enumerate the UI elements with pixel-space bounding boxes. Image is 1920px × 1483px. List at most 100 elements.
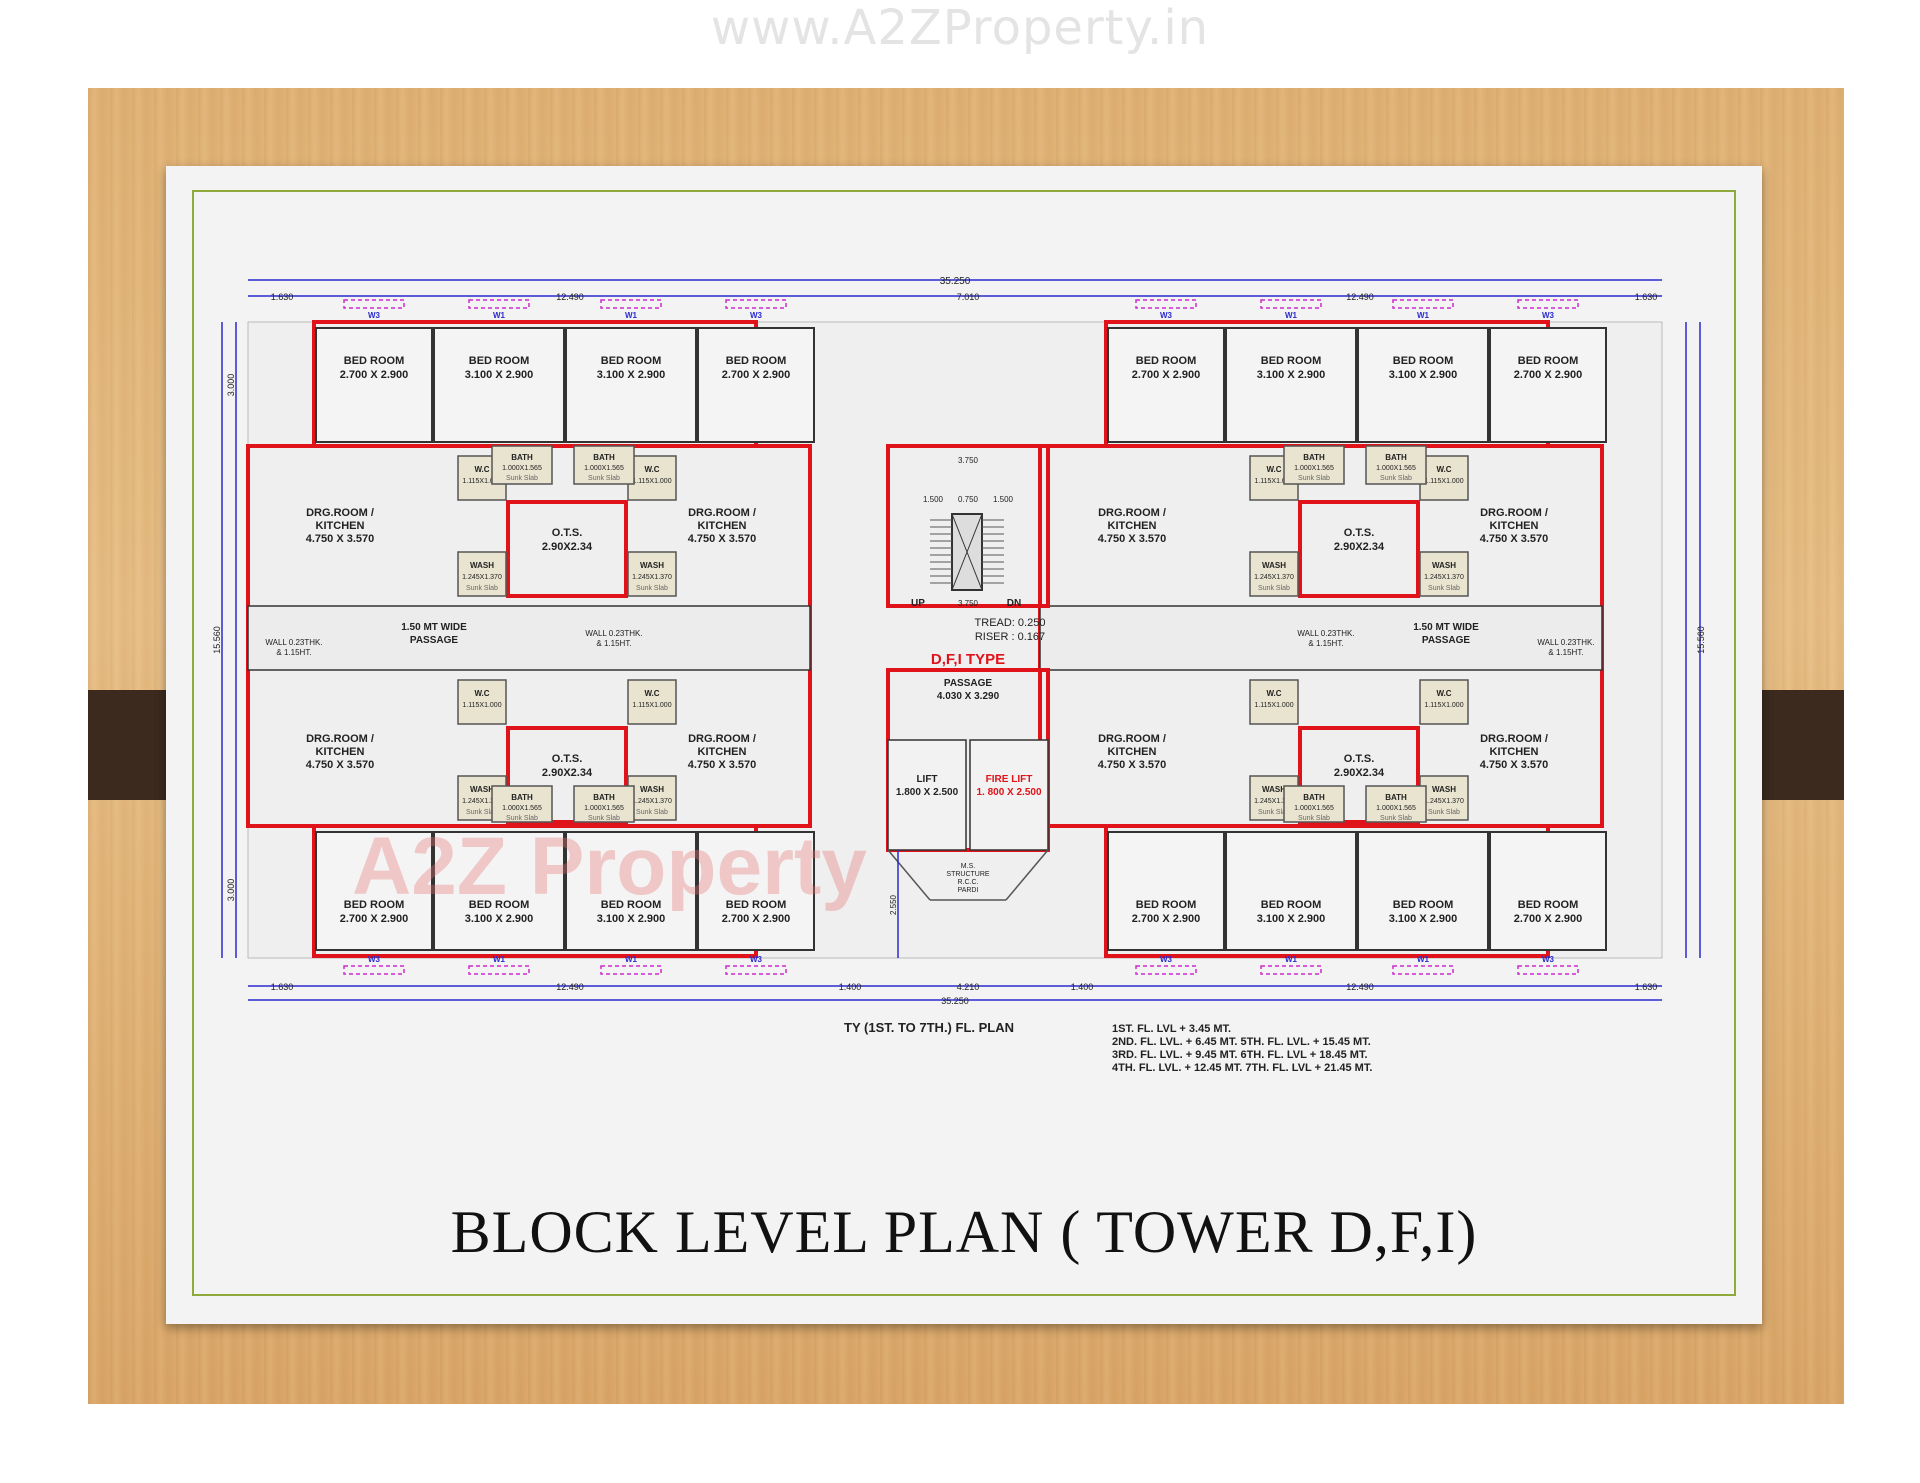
structure-line-right bbox=[1005, 849, 1049, 901]
window-label: W3 bbox=[1542, 311, 1555, 320]
wash-size: 1.245X1.370 bbox=[1424, 798, 1464, 805]
drg-label: KITCHEN bbox=[698, 520, 747, 532]
ots-right-top bbox=[1298, 500, 1420, 598]
sunk-slab-label: Sunk Slab bbox=[1428, 585, 1460, 592]
bath-block bbox=[491, 785, 553, 823]
bath-size: 1.000X1.565 bbox=[1294, 805, 1334, 812]
fire-lift-car bbox=[969, 739, 1049, 851]
bedroom-label: BED ROOM bbox=[1261, 355, 1322, 367]
window-bottom bbox=[1135, 965, 1197, 975]
bedroom-label: BED ROOM bbox=[726, 355, 787, 367]
fire-lift-size: 1. 800 X 2.500 bbox=[976, 787, 1041, 798]
ots-label: O.T.S. bbox=[1344, 527, 1375, 539]
bath-block bbox=[573, 785, 635, 823]
wash-size: 1.245X1.370 bbox=[462, 798, 502, 805]
bedroom-label: BED ROOM bbox=[601, 355, 662, 367]
sunk-slab-label: Sunk Slab bbox=[1380, 815, 1412, 822]
bath-label: BATH bbox=[1385, 793, 1407, 802]
floor-level-line: 3RD. FL. LVL. + 9.45 MT. 6TH. FL. LVL + … bbox=[1112, 1049, 1368, 1061]
watermark-url: www.A2ZProperty.in bbox=[710, 0, 1210, 56]
sunk-slab-label: Sunk Slab bbox=[588, 475, 620, 482]
drg-label: DRG.ROOM / bbox=[1480, 733, 1548, 745]
bath-size: 1.000X1.565 bbox=[584, 805, 624, 812]
bedroom-top-right-2 bbox=[1225, 327, 1357, 443]
drg-label: DRG.ROOM / bbox=[688, 733, 756, 745]
dim-core-bottom: 4.210 bbox=[957, 982, 980, 992]
wc-label: W.C bbox=[644, 689, 659, 698]
drg-label: KITCHEN bbox=[1490, 520, 1539, 532]
passage-left bbox=[247, 605, 811, 671]
floor-plan-label: TY (1ST. TO 7TH.) FL. PLAN bbox=[844, 1020, 1014, 1035]
window-label: W1 bbox=[1285, 311, 1298, 320]
bedroom-size: 3.100 X 2.900 bbox=[597, 369, 666, 381]
sunk-slab-label: Sunk Slab bbox=[1380, 475, 1412, 482]
drg-label: KITCHEN bbox=[316, 520, 365, 532]
drg-label: DRG.ROOM / bbox=[306, 507, 374, 519]
wall-note: WALL 0.23THK. bbox=[585, 629, 642, 638]
sunk-slab-label: Sunk Slab bbox=[466, 809, 498, 816]
passage-label: PASSAGE bbox=[1422, 635, 1470, 646]
wet-block bbox=[457, 679, 507, 725]
logo-watermark: A2Z Property bbox=[352, 821, 867, 912]
wash-size: 1.245X1.370 bbox=[1254, 798, 1294, 805]
wc-label: W.C bbox=[474, 465, 489, 474]
fire-lift-label: FIRE LIFT bbox=[986, 774, 1033, 785]
bedroom-size: 3.100 X 2.900 bbox=[465, 913, 534, 925]
wash-label: WASH bbox=[640, 561, 664, 570]
wash-label: WASH bbox=[470, 561, 494, 570]
wash-label: WASH bbox=[470, 785, 494, 794]
drg-size: 4.750 X 3.570 bbox=[306, 533, 375, 545]
sunk-slab-label: Sunk Slab bbox=[1258, 809, 1290, 816]
bedroom-size: 3.100 X 2.900 bbox=[597, 913, 666, 925]
bedroom-label: BED ROOM bbox=[1136, 355, 1197, 367]
window-label: W1 bbox=[1285, 955, 1298, 964]
bedroom-bottom-left-2 bbox=[433, 831, 565, 951]
window-label: W3 bbox=[1542, 955, 1555, 964]
bath-block bbox=[1283, 445, 1345, 485]
lift-size: 1.800 X 2.500 bbox=[896, 787, 959, 798]
ots-label: O.T.S. bbox=[552, 527, 583, 539]
wash-size: 1.245X1.370 bbox=[462, 574, 502, 581]
stair-diag-2 bbox=[951, 513, 983, 591]
bedroom-label: BED ROOM bbox=[1393, 355, 1454, 367]
window-bottom bbox=[725, 965, 787, 975]
ots-left-bottom bbox=[506, 726, 628, 824]
dim-right-end: 1.630 bbox=[1635, 292, 1658, 302]
dim-stair-b: 0.750 bbox=[958, 495, 979, 504]
wc-label: W.C bbox=[1436, 465, 1451, 474]
bedroom-top-left-2 bbox=[433, 327, 565, 443]
ots-size: 2.90X2.34 bbox=[1334, 767, 1385, 779]
bedroom-bottom-left-3 bbox=[565, 831, 697, 951]
bedroom-bottom-left-4 bbox=[697, 831, 815, 951]
drg-label: KITCHEN bbox=[1108, 746, 1157, 758]
wash-size: 1.245X1.370 bbox=[632, 798, 672, 805]
window-top bbox=[600, 299, 662, 309]
window-top bbox=[468, 299, 530, 309]
dim-wing-right-b: 12.490 bbox=[1346, 982, 1374, 992]
sunk-slab-label: Sunk Slab bbox=[466, 585, 498, 592]
bedroom-bottom-right-4 bbox=[1489, 831, 1607, 951]
bedroom-label: BED ROOM bbox=[469, 899, 530, 911]
bedroom-label: BED ROOM bbox=[601, 899, 662, 911]
sunk-slab-label: Sunk Slab bbox=[1298, 475, 1330, 482]
drg-size: 4.750 X 3.570 bbox=[1480, 759, 1549, 771]
wall-note: WALL 0.23THK. bbox=[1297, 629, 1354, 638]
dim-wing-right: 12.490 bbox=[1346, 292, 1374, 302]
window-bottom bbox=[343, 965, 405, 975]
window-label: W3 bbox=[750, 311, 763, 320]
wash-size: 1.245X1.370 bbox=[1424, 574, 1464, 581]
bath-label: BATH bbox=[593, 453, 615, 462]
wall-note: & 1.15HT. bbox=[1548, 648, 1583, 657]
passage-label: 1.50 MT WIDE bbox=[401, 622, 467, 633]
dim-left-end: 1.630 bbox=[271, 292, 294, 302]
drg-label: DRG.ROOM / bbox=[1098, 507, 1166, 519]
paper-frame bbox=[192, 190, 1736, 1296]
wall-note: & 1.15HT. bbox=[1308, 639, 1343, 648]
bath-block bbox=[573, 445, 635, 485]
window-label: W1 bbox=[493, 955, 506, 964]
bedroom-bottom-right-2 bbox=[1225, 831, 1357, 951]
bath-size: 1.000X1.565 bbox=[1376, 465, 1416, 472]
wc-size: 1.115X1.000 bbox=[632, 702, 671, 709]
page-title: BLOCK LEVEL PLAN ( TOWER D,F,I) bbox=[450, 1199, 1478, 1265]
wc-label: W.C bbox=[644, 465, 659, 474]
